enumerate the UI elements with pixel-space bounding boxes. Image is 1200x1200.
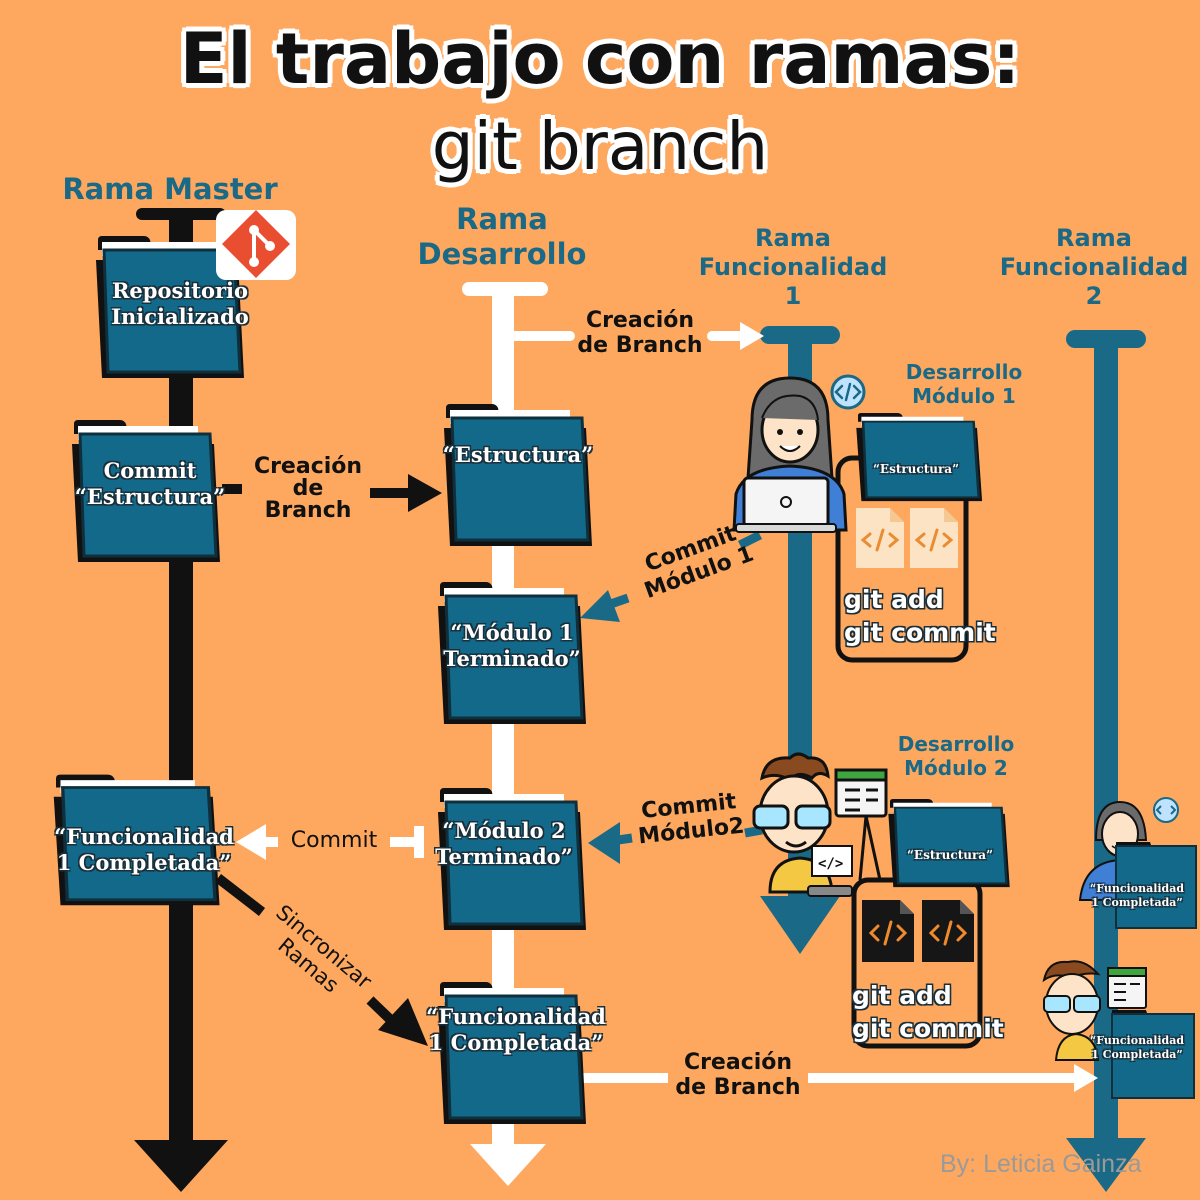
edge-master-to-desarrollo [222, 484, 410, 498]
edge-label-commit: Commit [290, 828, 378, 853]
code-file-icon [860, 898, 916, 964]
folder-label-f1-estructura-b: “Estructura” [907, 848, 993, 862]
task-box-modulo2 [851, 797, 1011, 1049]
code-file-icon [854, 506, 906, 570]
page-title: El trabajo con ramas: [179, 18, 1021, 100]
git-logo-icon [216, 210, 296, 280]
folder-label-commit-estructura: Commit“Estructura” [74, 458, 226, 510]
page-subtitle: git branch [431, 108, 769, 185]
credit-text: By: Leticia Gainza [940, 1150, 1142, 1178]
folder-label-estructura: “Estructura” [442, 442, 594, 467]
developer-male-small-icon [1042, 960, 1147, 1061]
folder-estructura [442, 402, 594, 548]
branch-label-master: Rama Master [62, 172, 278, 206]
code-badge-icon [830, 374, 866, 410]
svg-text:</>: </> [818, 856, 843, 872]
folder-label-f1-estructura-a: “Estructura” [873, 462, 959, 476]
code-file-icon [908, 506, 960, 570]
developer-male-icon: </> [752, 752, 888, 897]
folder-func2-b [1111, 1010, 1195, 1099]
folder-func2-a [1115, 842, 1197, 929]
task-box-modulo1 [835, 411, 984, 663]
edge-commit-modulo2 [617, 825, 763, 845]
code-file-icon [920, 898, 976, 964]
laptop-icon [735, 476, 837, 533]
